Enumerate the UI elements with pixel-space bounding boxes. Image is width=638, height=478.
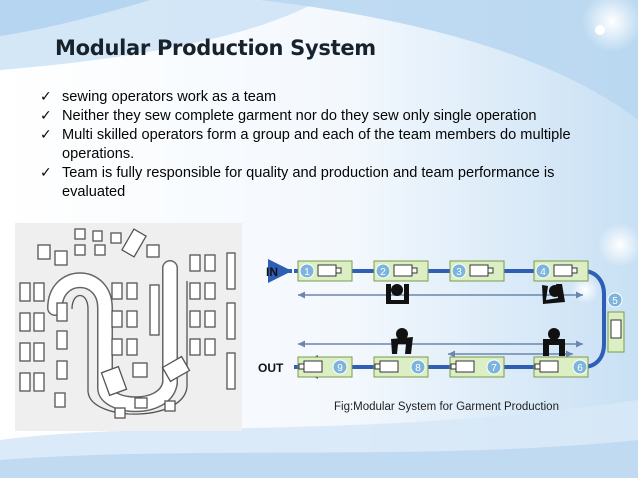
station-number: 7 [491,363,497,374]
check-mark-icon: ✓ [40,89,52,105]
station-number: 5 [612,296,618,307]
station-3: 3 [449,260,505,282]
modular-system-drawing: IN OUT 1 2 3 4 [258,259,625,413]
bullet-item: ✓ Multi skilled operators form a group a… [40,126,608,164]
modular-system-diagram: IN OUT 1 2 3 4 [258,236,630,419]
conveyor-belt [268,259,606,379]
operator-icon [391,328,413,354]
bullet-text: Multi skilled operators form a group and… [62,127,571,162]
station-1: 1 [297,260,353,282]
bullet-text: Neither they sew complete garment nor do… [62,108,537,124]
operator-icon [542,284,565,304]
layout-sketch-drawing [19,228,236,419]
check-mark-icon: ✓ [40,108,52,124]
operator-icon [386,284,409,304]
station-2: 2 [373,260,429,282]
station-number: 8 [415,363,421,374]
check-mark-icon: ✓ [40,165,52,181]
station-9: 9 [297,356,353,378]
station-8: 8 [373,356,429,378]
station-number: 3 [456,267,462,278]
check-mark-icon: ✓ [40,127,52,143]
station-number: 2 [380,267,386,278]
operator-icon [543,328,565,356]
slide-title: Modular Production System [55,36,376,60]
modular-layout-sketch [15,223,242,431]
bullet-text: Team is fully responsible for quality an… [62,165,555,200]
station-4: 4 [533,260,589,282]
station-5: 5 [607,292,625,353]
out-label: OUT [258,361,284,375]
station-7: 7 [449,356,505,378]
station-6: 6 [533,356,589,378]
station-number: 4 [540,267,546,278]
bullet-text: sewing operators work as a team [62,89,277,105]
figure-caption: Fig:Modular System for Garment Productio… [334,401,559,413]
station-number: 9 [337,363,343,374]
bullet-item: ✓ Team is fully responsible for quality … [40,164,608,202]
in-label: IN [266,265,278,279]
bullet-list: ✓ sewing operators work as a team ✓ Neit… [40,88,608,202]
bullet-item: ✓ Neither they sew complete garment nor … [40,107,608,126]
station-number: 1 [304,267,310,278]
station-number: 6 [577,363,583,374]
bullet-item: ✓ sewing operators work as a team [40,88,608,107]
